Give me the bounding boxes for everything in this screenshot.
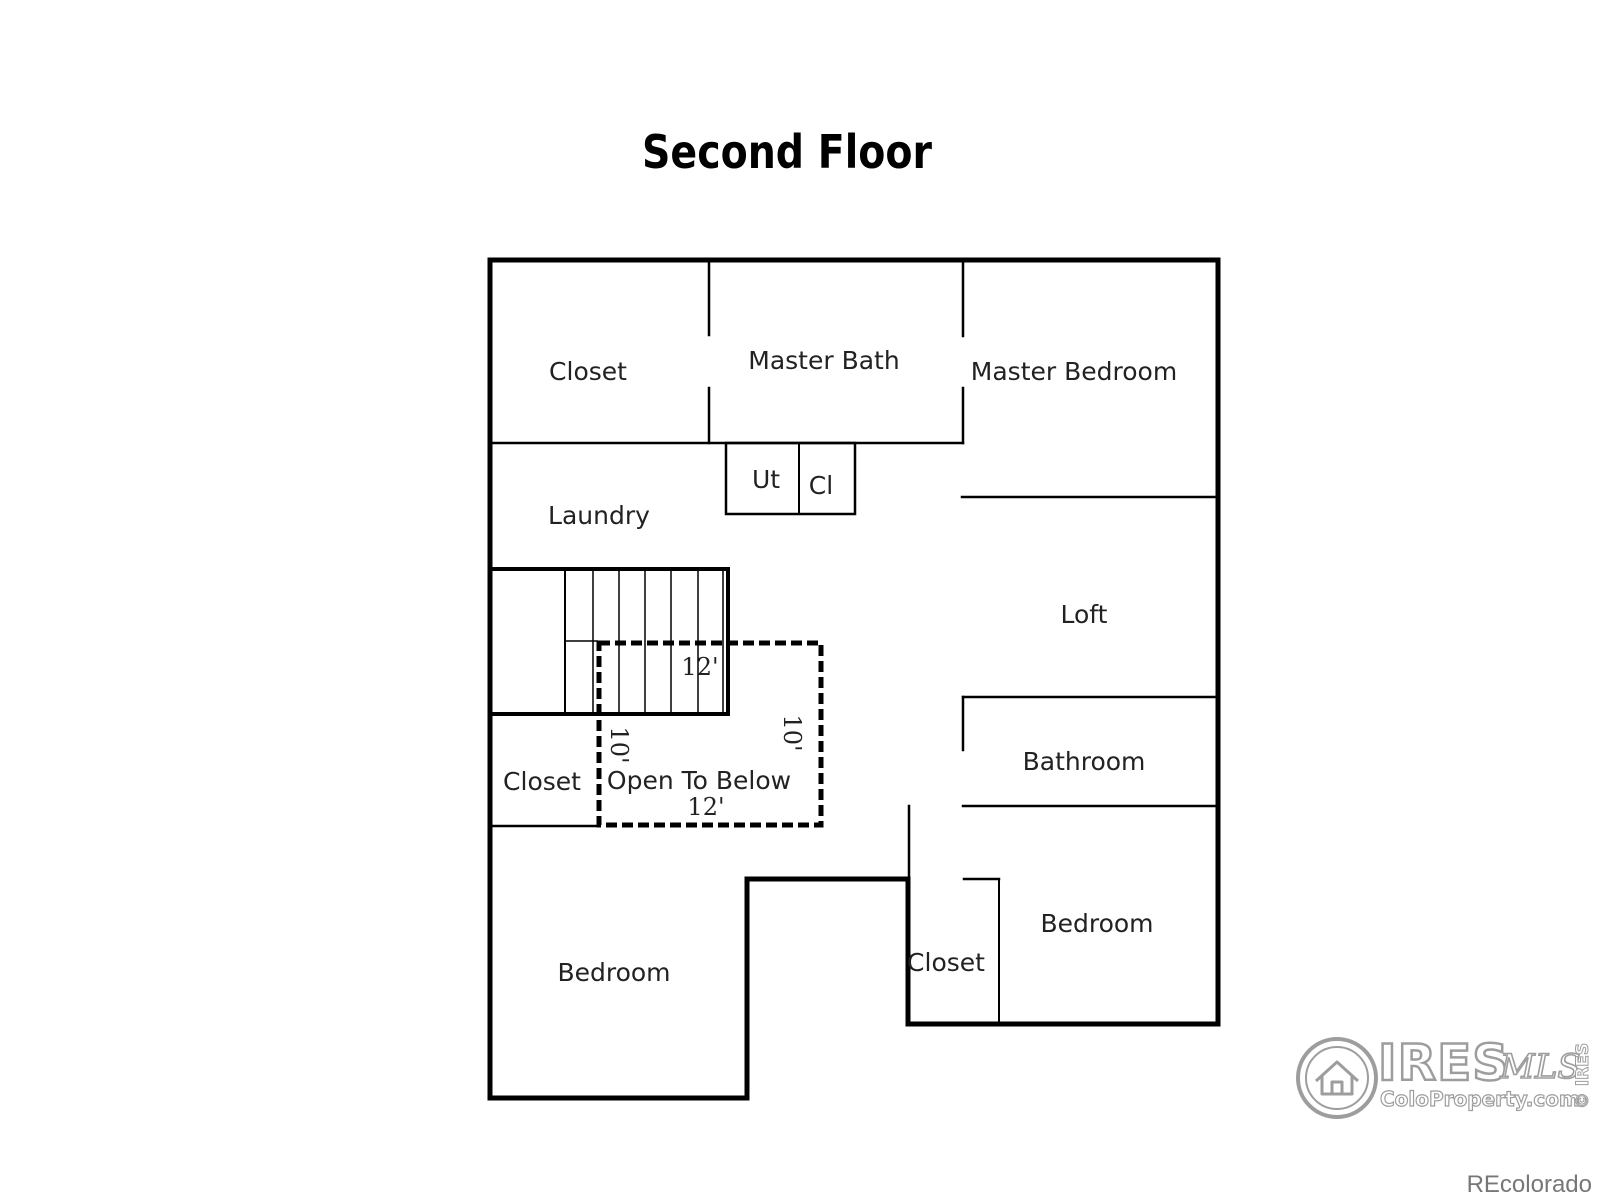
label-closet-right: Closet: [907, 948, 985, 977]
photo-credit: REcolorado: [1467, 1171, 1592, 1198]
dim-left-height: 10': [605, 726, 633, 763]
dim-right-height: 10': [778, 714, 806, 751]
label-master-bath: Master Bath: [748, 346, 899, 375]
label-utility: Ut: [752, 465, 780, 494]
label-laundry: Laundry: [548, 501, 650, 530]
watermark-brand: IRES: [1378, 1034, 1509, 1092]
watermark-suffix: MLS: [1499, 1047, 1581, 1087]
label-bathroom: Bathroom: [1023, 747, 1146, 776]
floor-title: Second Floor: [642, 125, 932, 179]
label-closet-top: Closet: [549, 357, 627, 386]
house-icon: [1296, 1037, 1378, 1119]
label-closet-left: Closet: [503, 767, 581, 796]
dimension-labels: 12' 12' 10' 10': [605, 653, 806, 821]
watermark-site: ColoProperty.com: [1380, 1087, 1580, 1111]
label-bedroom-left: Bedroom: [557, 958, 670, 987]
utility-box: [724, 441, 857, 516]
walls: [487, 257, 1221, 1101]
label-open-to-below: Open To Below: [607, 766, 791, 795]
label-bedroom-right: Bedroom: [1040, 909, 1153, 938]
label-loft: Loft: [1061, 600, 1108, 629]
open-to-below-outline: [596, 640, 824, 828]
room-labels: Closet Master Bath Master Bedroom Ut Cl …: [503, 346, 1177, 987]
watermark-vertical: © IRES: [1573, 1043, 1593, 1109]
label-closet-small: Cl: [809, 471, 833, 500]
ires-watermark: IRES MLS ColoProperty.com © IRES: [1296, 1033, 1594, 1119]
dim-top-width: 12': [681, 653, 718, 681]
label-master-bedroom: Master Bedroom: [971, 357, 1177, 386]
dim-bottom-width: 12': [687, 793, 724, 821]
